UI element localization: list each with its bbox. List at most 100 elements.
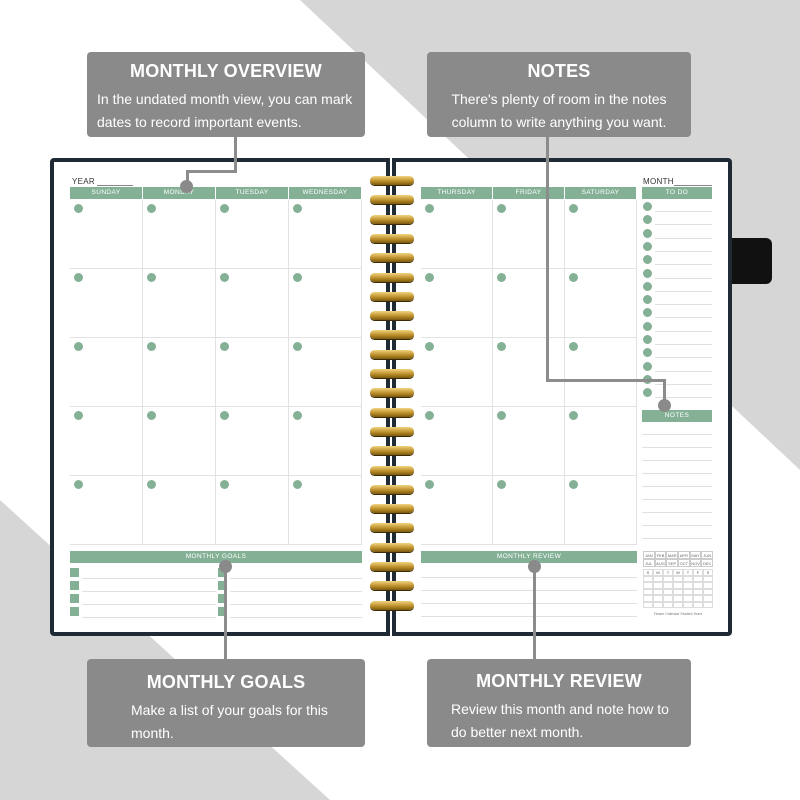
month-abbrev: JUL [643, 559, 655, 567]
callout-review-desc-1: Review this month and note how to [451, 701, 669, 717]
spiral-coil [370, 291, 414, 301]
notes-line [642, 473, 712, 474]
todo-line [655, 317, 712, 319]
goal-line [230, 604, 362, 605]
callout-goals-title: MONTHLY GOALS [146, 672, 306, 692]
date-dot [74, 342, 83, 351]
day-cell [565, 269, 637, 338]
goal-checkbox [70, 594, 79, 603]
mini-calendar-cell [643, 595, 653, 602]
todo-line [655, 224, 712, 226]
date-dot [147, 273, 156, 282]
date-dot [220, 411, 229, 420]
spiral-coil [370, 349, 414, 359]
date-dot [569, 273, 578, 282]
day-cell [493, 476, 565, 545]
day-cell [70, 269, 143, 338]
mini-calendar-cell [663, 575, 673, 582]
notes-leader-drop [663, 379, 666, 403]
spiral-coil [370, 272, 414, 282]
mini-calendar-cell: S [703, 569, 713, 576]
goal-line [82, 591, 216, 592]
review-line [421, 603, 637, 604]
day-cell [565, 476, 637, 545]
spiral-coil [370, 369, 414, 378]
spiral-coil [370, 542, 414, 552]
day-cell [70, 338, 143, 407]
mini-calendar-cell [693, 582, 703, 589]
mini-calendar-cell [673, 601, 683, 608]
todo-dot [643, 215, 652, 225]
todo-line [655, 357, 712, 359]
month-label: MONTH [643, 177, 674, 186]
mini-calendar-cell [643, 582, 653, 589]
date-dot [293, 480, 302, 489]
callout-goals-desc-2: month. [131, 725, 174, 741]
goal-checkbox [218, 581, 227, 590]
month-underline [674, 185, 712, 186]
notes-line [642, 447, 712, 448]
date-dot [425, 273, 434, 282]
mini-calendar-row [643, 588, 713, 595]
date-dot [293, 411, 302, 420]
mini-calendar-cell [653, 575, 663, 582]
mini-calendar-cell [703, 588, 713, 595]
day-cell [143, 476, 216, 545]
callout-notes: NOTES There's plenty of room in the note… [427, 52, 691, 137]
spiral-coil [370, 465, 414, 475]
review-line [421, 616, 637, 617]
mini-calendar-cell [683, 588, 693, 595]
year-label: YEAR [72, 177, 95, 186]
mini-calendar-cell [683, 575, 693, 582]
mini-calendar-cell [693, 588, 703, 595]
spiral-coil [370, 446, 414, 456]
mini-calendar-cell [693, 595, 703, 602]
goals-marker-dot [219, 560, 232, 573]
day-cell [143, 269, 216, 338]
todo-line [655, 397, 712, 399]
todo-line [655, 250, 712, 252]
date-dot [569, 342, 578, 351]
day-cell [565, 407, 637, 476]
date-dot [220, 204, 229, 213]
todo-line [655, 383, 712, 385]
day-header: MONDAY [143, 187, 215, 199]
callout-review-desc-2: do better next month. [451, 724, 584, 740]
spiral-coil [370, 330, 414, 340]
mini-calendar-cell [653, 582, 663, 589]
goal-line [82, 617, 216, 618]
mini-calendar-row [643, 601, 713, 608]
day-header: THURSDAY [421, 187, 492, 199]
mini-calendar-cell [673, 595, 683, 602]
mini-calendar-cell [703, 575, 713, 582]
todo-line [655, 344, 712, 345]
mini-calendar-cell [653, 588, 663, 595]
callout-notes-desc-1: There's plenty of room in the notes [451, 91, 667, 107]
mini-calendar-row [643, 595, 713, 602]
monthly-review-header: MONTHLY REVIEW [421, 551, 637, 563]
todo-dot [643, 228, 652, 238]
mini-calendar-cell: W [673, 569, 683, 576]
month-abbrev: DEC [701, 559, 714, 567]
notes-leader-vertical [546, 136, 549, 382]
date-dot [74, 480, 83, 489]
callout-monthly-overview: MONTHLY OVERVIEW In the undated month vi… [87, 52, 365, 137]
day-cell [289, 269, 362, 338]
spiral-coil [370, 388, 414, 398]
day-cell [216, 338, 289, 407]
notes-line [642, 460, 712, 461]
day-cell [143, 407, 216, 476]
date-dot [425, 204, 434, 213]
callout-overview-desc-1: In the undated month view, you can mark [97, 91, 353, 107]
mini-calendar-cell [683, 601, 693, 608]
callout-overview-desc-2: dates to record important events. [97, 114, 302, 130]
day-cell [289, 407, 362, 476]
date-dot [425, 411, 434, 420]
day-cell [216, 269, 289, 338]
todo-line [655, 330, 712, 332]
notes-line [642, 525, 712, 526]
goal-line [82, 604, 216, 605]
day-cell [289, 200, 362, 269]
goals-leader [224, 566, 227, 660]
mini-calendar-cell [693, 575, 703, 582]
